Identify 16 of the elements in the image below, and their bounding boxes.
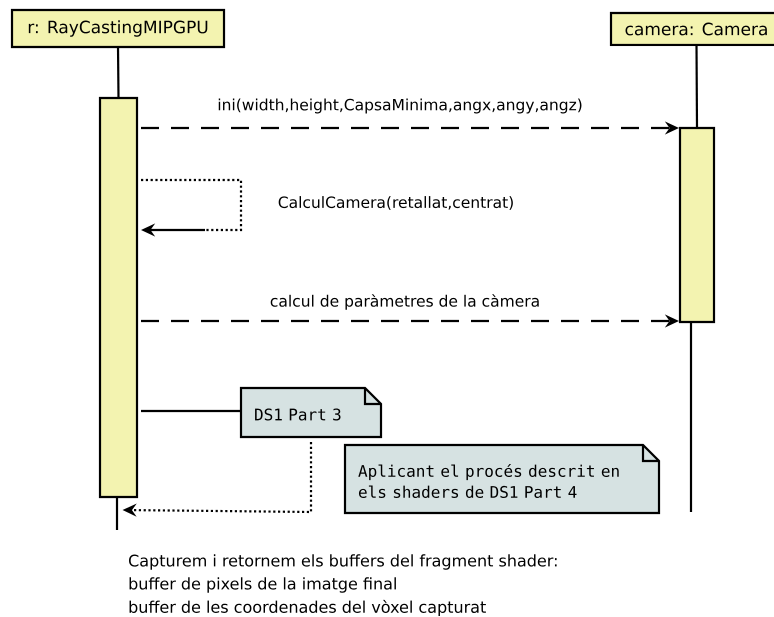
edge-label: CalculCamera(retallat,centrat) — [276, 195, 516, 211]
self-call-arrow — [141, 178, 242, 237]
note-text: buffer de les coordenades del vòxel capturat — [130, 600, 486, 616]
activation-bar — [678, 126, 716, 324]
lifeline — [116, 46, 120, 98]
lifeline-header: camera: Camera — [610, 12, 774, 46]
note-text: Capturem i retornem els buffers del fragment shader: — [129, 554, 557, 570]
note-box: DS1 Part 3 — [240, 386, 382, 438]
note-box: Aplicant el procés descrit en els shaders de DS1 Part 4 — [344, 444, 660, 514]
connector-line — [141, 410, 240, 412]
lifeline-header: r: RayCastingMIPGPU — [10, 8, 226, 48]
edge-label: calcul de paràmetres de la càmera — [268, 293, 542, 311]
note-text: buffer de pixels de la imatge final — [130, 577, 396, 593]
activation-bar — [98, 96, 138, 498]
edge-label: ini(width,height,CapsaMinima,angx,angy,angz) — [216, 98, 584, 114]
lifeline — [695, 44, 698, 128]
